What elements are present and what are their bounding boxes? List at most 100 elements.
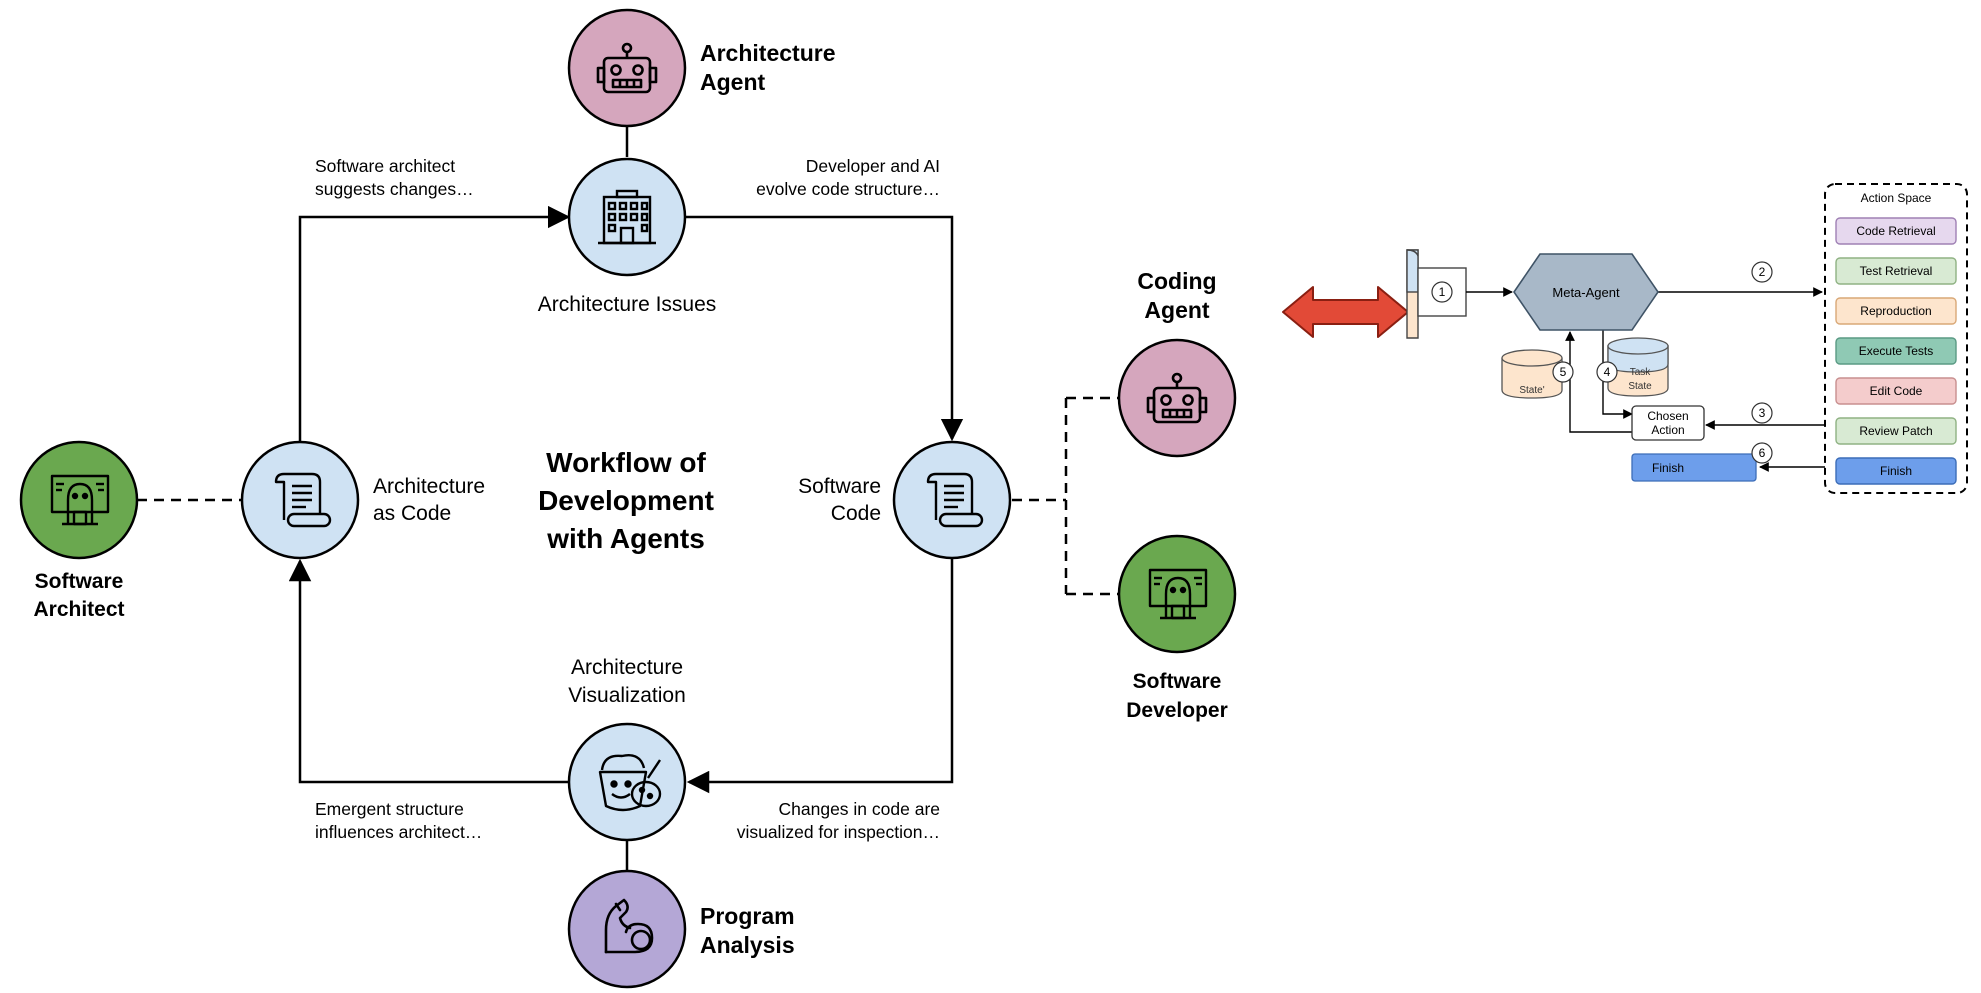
edge-visualization-to-architect: [288, 558, 570, 784]
action-review-patch-label: Review Patch: [1859, 424, 1932, 438]
program-analysis-label: Analysis: [700, 932, 795, 958]
architecture-as-code-label: Architecture: [373, 475, 485, 498]
architecture-agent-label: Architecture: [700, 40, 835, 66]
title-line: with Agents: [546, 523, 705, 554]
chosen-action-label: Chosen: [1647, 409, 1688, 423]
task-state-label: Task: [1630, 367, 1652, 378]
flexed-arm-icon: [604, 898, 654, 954]
paint-palette-icon: [598, 754, 662, 812]
task-state-database-icon: [1607, 337, 1669, 397]
double-arrow-icon: [1282, 286, 1409, 338]
node-labels: Architecture Agent Architecture Issues A…: [33, 40, 1227, 958]
edge-issues-to-code: [686, 215, 964, 442]
edge-label-bottom-right: visualized for inspection…: [737, 822, 940, 842]
action-execute-tests-box: [1835, 337, 1957, 365]
finish-output-label: Finish: [1652, 461, 1684, 475]
edge-code-to-visualization: [686, 557, 954, 794]
software-code-label: Code: [831, 502, 881, 525]
state-label: State': [1519, 385, 1544, 396]
program-analysis-node: [567, 869, 687, 989]
diagram-title: Workflow of Development with Agents: [538, 447, 714, 554]
meta-agent-hexagon: [1513, 253, 1659, 331]
software-architect-label: Architect: [33, 598, 124, 621]
connector-code-agents: [1012, 396, 1118, 596]
action-review-patch-box: [1835, 417, 1957, 445]
architecture-visualization-node: [567, 722, 687, 842]
action-code-retrieval-label: Code Retrieval: [1856, 224, 1935, 238]
input-database-icon: [1406, 249, 1419, 339]
action-edit-code-box: [1835, 377, 1957, 405]
action-reproduction-label: Reproduction: [1860, 304, 1931, 318]
edge-label-bottom-left: influences architect…: [315, 822, 482, 842]
action-space-title: Action Space: [1861, 191, 1932, 205]
architecture-as-code-label: as Code: [373, 502, 451, 525]
task-state-label: State: [1628, 381, 1652, 392]
chosen-action-label: Action: [1651, 423, 1684, 437]
developer-at-board-icon: [1148, 568, 1208, 620]
title-line: Workflow of: [546, 447, 706, 478]
robot-icon: [596, 42, 658, 94]
software-architect-label: Software: [35, 570, 124, 593]
action-execute-tests-label: Execute Tests: [1859, 344, 1933, 358]
software-architect-node: [19, 440, 139, 560]
state-database-icon: [1501, 349, 1563, 399]
action-reproduction-box: [1835, 297, 1957, 325]
edge-label-top-left: suggests changes…: [315, 179, 474, 199]
connectors: [137, 126, 1118, 871]
scroll-icon: [274, 472, 332, 528]
software-developer-label: Software: [1133, 670, 1222, 693]
developer-at-board-icon: [50, 474, 110, 526]
coding-agent-label: Agent: [1144, 297, 1210, 323]
action-code-retrieval-box: [1835, 217, 1957, 245]
robot-icon: [1146, 372, 1208, 424]
finish-output-box: [1631, 453, 1757, 482]
edge-meta-agent-to-chosen-action: [1602, 318, 1633, 419]
meta-agent-label: Meta-Agent: [1552, 285, 1620, 300]
title-line: Development: [538, 485, 714, 516]
meta-agent-flow: Meta-Agent State' Task State Chosen Acti…: [1406, 183, 1968, 494]
coding-agent-node: [1117, 338, 1237, 458]
step-badge: [1431, 281, 1453, 303]
program-analysis-label: Program: [700, 903, 795, 929]
software-developer-node: [1117, 534, 1237, 654]
step-numbers: 1 2 3 4 5 6: [1439, 265, 1766, 460]
step-number: 3: [1759, 406, 1766, 420]
edge-labels: Software architect suggests changes… Dev…: [315, 156, 940, 842]
step-number: 5: [1560, 365, 1567, 379]
architecture-issues-label: Architecture Issues: [538, 293, 717, 316]
edge-label-top-right: Developer and AI: [806, 156, 940, 176]
step-badge: [1552, 361, 1574, 383]
architecture-visualization-label: Architecture: [571, 656, 683, 679]
step-badge: [1751, 402, 1773, 424]
edge-label-top-right: evolve code structure…: [756, 179, 940, 199]
architecture-visualization-label: Visualization: [568, 684, 686, 707]
software-developer-label: Developer: [1126, 699, 1228, 722]
action-test-retrieval-label: Test Retrieval: [1860, 264, 1933, 278]
step-badges: [1431, 261, 1773, 464]
action-finish-box: [1835, 457, 1957, 485]
step-badge: [1751, 261, 1773, 283]
edge-label-bottom-right: Changes in code are: [779, 799, 941, 819]
edge-label-top-left: Software architect: [315, 156, 455, 176]
coding-agent-label: Coding: [1137, 268, 1216, 294]
action-finish-label: Finish: [1880, 464, 1912, 478]
workflow-loop: [288, 205, 964, 794]
software-code-label: Software: [798, 475, 881, 498]
step-badge: [1751, 442, 1773, 464]
scroll-icon: [926, 472, 984, 528]
architecture-agent-node: [567, 8, 687, 128]
step-number: 6: [1759, 446, 1766, 460]
architecture-agent-label: Agent: [700, 69, 766, 95]
architecture-as-code-node: [240, 440, 360, 560]
architecture-issues-node: [567, 157, 687, 277]
step-box: [1417, 267, 1467, 317]
action-test-retrieval-box: [1835, 257, 1957, 285]
step-number: 4: [1604, 365, 1611, 379]
edge-architect-to-issues: [298, 205, 571, 442]
building-icon: [598, 189, 656, 245]
software-code-node: [892, 440, 1012, 560]
step-badge: [1596, 361, 1618, 383]
step-number: 1: [1439, 285, 1446, 299]
